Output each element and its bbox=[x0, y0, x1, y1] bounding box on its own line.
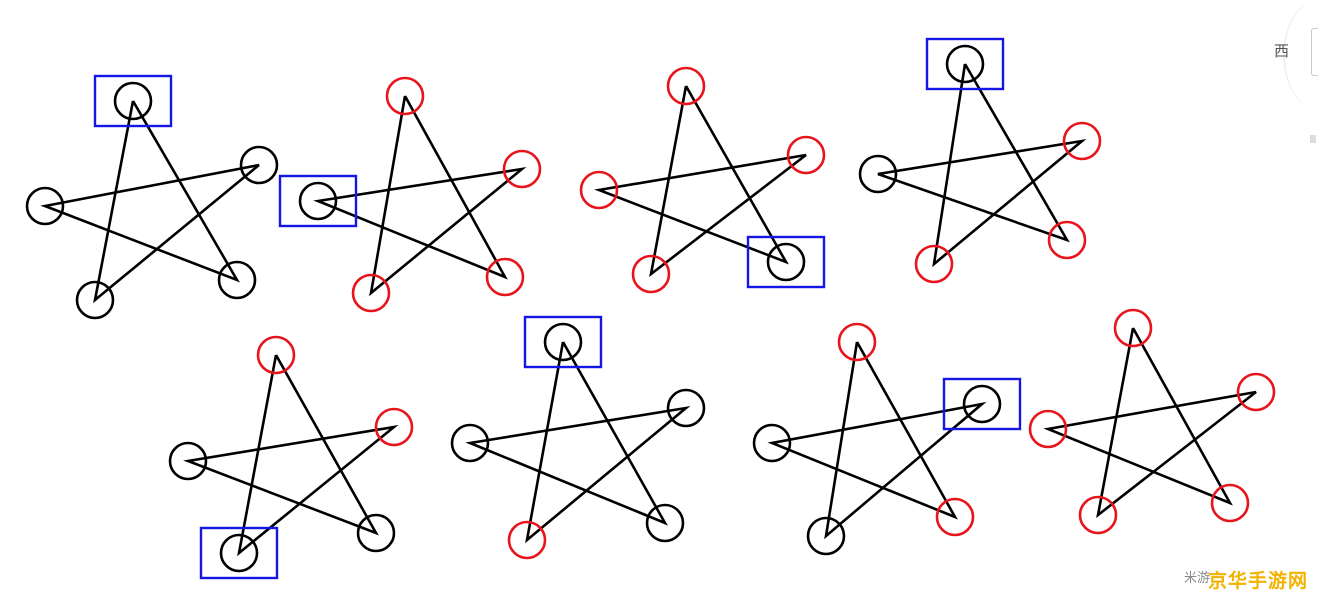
star-5-vertex-3-black-circle[interactable] bbox=[356, 513, 396, 553]
star-1-vertex-1-black-circle[interactable] bbox=[113, 81, 153, 121]
star-7-vertex-4-black-circle[interactable] bbox=[806, 516, 846, 556]
star-7-vertex-1-red-circle[interactable] bbox=[837, 322, 877, 362]
watermark-brand-logo: 京华手游网 bbox=[1208, 570, 1309, 592]
star-2-vertex-4-red-circle[interactable] bbox=[351, 273, 391, 313]
star-2-vertex-2-red-circle[interactable] bbox=[502, 149, 542, 189]
star-1-start-box bbox=[93, 74, 173, 128]
star-7-vertex-5-black-circle[interactable] bbox=[752, 423, 792, 463]
star-3-vertex-2-red-circle[interactable] bbox=[786, 135, 826, 175]
star-8-outline bbox=[1043, 327, 1257, 519]
star-2-vertex-1-red-circle[interactable] bbox=[385, 76, 425, 116]
side-tab-button[interactable] bbox=[1311, 28, 1318, 76]
star-6-vertex-5-black-circle[interactable] bbox=[450, 423, 490, 463]
star-7-vertex-2-black-circle[interactable] bbox=[962, 384, 1002, 424]
star-4-vertex-2-red-circle[interactable] bbox=[1062, 121, 1102, 161]
star-2 bbox=[278, 76, 542, 313]
star-3-vertex-4-red-circle[interactable] bbox=[631, 254, 671, 294]
star-5-vertex-5-black-circle[interactable] bbox=[168, 441, 208, 481]
star-3-start-box bbox=[746, 235, 826, 289]
star-4-vertex-1-black-circle[interactable] bbox=[945, 44, 985, 84]
star-3-vertex-5-red-circle[interactable] bbox=[579, 170, 619, 210]
star-6-start-box bbox=[523, 315, 603, 369]
star-6-outline bbox=[465, 341, 691, 544]
star-4-vertex-4-red-circle[interactable] bbox=[914, 244, 954, 284]
star-5-outline bbox=[183, 354, 399, 557]
star-6-vertex-1-black-circle[interactable] bbox=[543, 322, 583, 362]
star-2-vertex-3-red-circle[interactable] bbox=[485, 257, 525, 297]
star-5-vertex-1-red-circle[interactable] bbox=[256, 335, 296, 375]
star-4-outline bbox=[877, 63, 1087, 268]
star-8-vertex-3-red-circle[interactable] bbox=[1210, 483, 1250, 523]
star-2-outline bbox=[313, 95, 527, 297]
star-4-start-box bbox=[925, 37, 1005, 91]
star-6-vertex-2-black-circle[interactable] bbox=[666, 388, 706, 428]
star-1-vertex-2-black-circle[interactable] bbox=[239, 145, 279, 185]
star-1-vertex-4-black-circle[interactable] bbox=[75, 280, 115, 320]
star-7-outline bbox=[767, 341, 987, 540]
star-1-vertex-3-black-circle[interactable] bbox=[217, 260, 257, 300]
star-8-vertex-1-red-circle[interactable] bbox=[1113, 308, 1153, 348]
star-8-vertex-2-red-circle[interactable] bbox=[1236, 372, 1276, 412]
side-char-label: 西 bbox=[1274, 42, 1290, 60]
star-8-vertex-4-red-circle[interactable] bbox=[1078, 495, 1118, 535]
star-8-vertex-5-red-circle[interactable] bbox=[1028, 409, 1068, 449]
watermark-small-text: 米游 bbox=[1184, 570, 1211, 585]
star-5-vertex-2-red-circle[interactable] bbox=[374, 407, 414, 447]
star-4-vertex-5-black-circle[interactable] bbox=[858, 154, 898, 194]
side-panel-edge bbox=[1283, 0, 1318, 110]
star-7-start-box bbox=[942, 377, 1022, 431]
star-7-vertex-3-red-circle[interactable] bbox=[935, 497, 975, 537]
star-8 bbox=[1028, 308, 1276, 535]
star-6-vertex-4-red-circle[interactable] bbox=[507, 520, 547, 560]
star-5-start-box bbox=[199, 526, 279, 580]
star-3-vertex-1-red-circle[interactable] bbox=[666, 66, 706, 106]
star-4-vertex-3-red-circle[interactable] bbox=[1047, 220, 1087, 260]
star-3-vertex-3-black-circle[interactable] bbox=[766, 242, 806, 282]
star-1-outline bbox=[40, 100, 260, 304]
star-3 bbox=[579, 66, 826, 294]
star-2-vertex-5-black-circle[interactable] bbox=[298, 181, 338, 221]
star-5-vertex-4-black-circle[interactable] bbox=[219, 533, 259, 573]
star-6 bbox=[450, 315, 706, 560]
star-1 bbox=[25, 74, 279, 320]
star-1-vertex-5-black-circle[interactable] bbox=[25, 186, 65, 226]
star-5 bbox=[168, 335, 414, 580]
star-3-outline bbox=[594, 85, 807, 278]
star-4 bbox=[858, 37, 1102, 284]
star-2-start-box bbox=[278, 174, 358, 228]
side-scroll-mark bbox=[1310, 135, 1316, 143]
star-7 bbox=[752, 322, 1022, 556]
star-6-vertex-3-black-circle[interactable] bbox=[645, 503, 685, 543]
